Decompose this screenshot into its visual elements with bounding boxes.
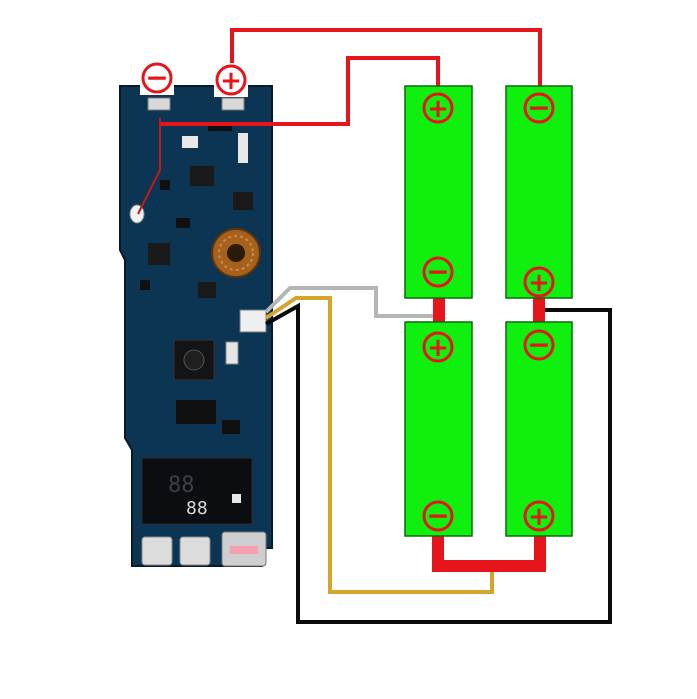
display-row-2: 88	[186, 498, 208, 519]
plus-symbol: +	[427, 333, 449, 363]
minus-symbol: −	[527, 91, 550, 124]
plus-symbol: +	[220, 66, 242, 96]
ic-chip	[190, 166, 214, 186]
capacitor	[182, 136, 198, 148]
usb-c-port-2	[179, 536, 211, 566]
link-series-bottom	[432, 536, 546, 572]
inductor-ring	[218, 235, 254, 271]
pcb-positive-terminal-label: +	[214, 63, 248, 97]
wires	[137, 28, 612, 624]
cell-4-bottom-terminal: +	[523, 500, 555, 532]
cell-2-bottom-terminal: +	[523, 266, 555, 298]
push-button-cap	[183, 349, 205, 371]
cell-3-bottom-terminal: −	[422, 499, 454, 532]
terminal-ring	[422, 500, 454, 532]
link-series-right	[533, 298, 545, 322]
wire-black-negative	[265, 302, 612, 624]
component	[160, 180, 170, 190]
terminal-ring	[422, 92, 454, 124]
wire-red-thin	[137, 118, 161, 215]
side-connector	[225, 341, 239, 365]
component	[176, 400, 216, 424]
pcb-negative-terminal-label: −	[140, 61, 174, 95]
capacitor	[238, 133, 248, 163]
terminal-ring	[523, 329, 555, 361]
minus-symbol: −	[426, 499, 449, 532]
connector-pad-positive	[221, 97, 245, 111]
battery-pack	[404, 85, 573, 537]
component	[222, 420, 240, 434]
cell-1-bottom-terminal: −	[422, 255, 454, 288]
plus-symbol: +	[528, 268, 550, 298]
battery-cell-3	[404, 321, 473, 537]
cell-2-top-terminal: −	[523, 91, 555, 124]
terminal-ring	[141, 62, 173, 94]
display-row-1: 88	[168, 473, 195, 498]
terminal-ring	[523, 266, 555, 298]
wire-red-positive	[230, 28, 542, 88]
minus-symbol: −	[527, 328, 550, 361]
plus-symbol: +	[427, 94, 449, 124]
minus-symbol: −	[145, 61, 168, 94]
terminal-ring	[422, 256, 454, 288]
cell-1-top-terminal: +	[422, 92, 454, 124]
plus-symbol: +	[528, 502, 550, 532]
wire-gold-balance	[264, 296, 494, 594]
terminal-ring	[523, 92, 555, 124]
cell-3-top-terminal: +	[422, 331, 454, 363]
component	[176, 218, 190, 228]
ic-chip	[233, 192, 253, 210]
usb-c-port-1	[141, 536, 173, 566]
minus-symbol: −	[426, 255, 449, 288]
ic-chip	[148, 243, 170, 265]
terminal-symbols: − + + − − + + − − +	[140, 61, 555, 532]
component	[140, 280, 150, 290]
ic-chip	[198, 282, 216, 298]
component	[208, 123, 232, 131]
link-series-left	[433, 298, 445, 322]
cell-4-top-terminal: −	[523, 328, 555, 361]
connector-pad-negative	[147, 97, 171, 111]
display-indicator	[232, 494, 241, 503]
wire-red-negative	[160, 56, 440, 126]
usb-a-port-slot	[230, 546, 258, 554]
terminal-label-bg	[140, 61, 174, 95]
jst-connector	[239, 309, 267, 333]
inductor-core	[227, 244, 245, 262]
terminal-label-bg	[214, 63, 248, 97]
pcb-board: 88 88	[119, 85, 273, 567]
terminal-ring	[215, 64, 247, 96]
terminal-ring	[523, 500, 555, 532]
wire-grey-balance	[264, 286, 438, 318]
led-display	[141, 457, 253, 525]
terminal-ring	[422, 331, 454, 363]
